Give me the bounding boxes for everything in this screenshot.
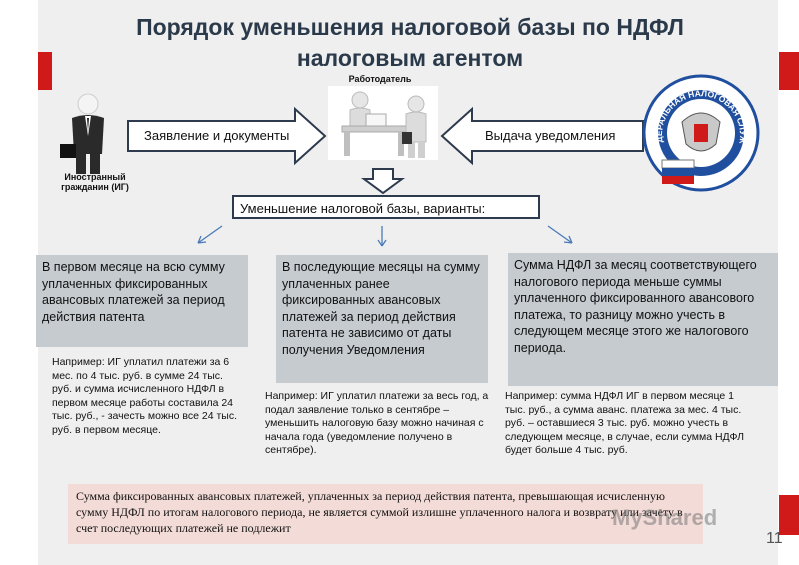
example-3: Например: сумма НДФЛ ИГ в первом месяце … [505,390,755,458]
watermark-logo: MyShared [612,505,717,531]
variant-box-1: В первом месяце на всю сумму уплаченных … [36,255,248,347]
page-number: 11 [766,530,783,548]
example-2: Например: ИГ уплатил платежи за весь год… [265,390,495,458]
variant-box-3: Сумма НДФЛ за месяц соответствующего нал… [508,253,778,386]
pointer-arrow-left [198,226,222,243]
variant-box-2: В последующие месяцы на сумму уплаченных… [276,255,488,383]
pointer-arrow-right [548,226,572,243]
bottom-note: Сумма фиксированных авансовых платежей, … [68,484,703,544]
example-1: Например: ИГ уплатил платежи за 6 мес. п… [52,356,242,438]
